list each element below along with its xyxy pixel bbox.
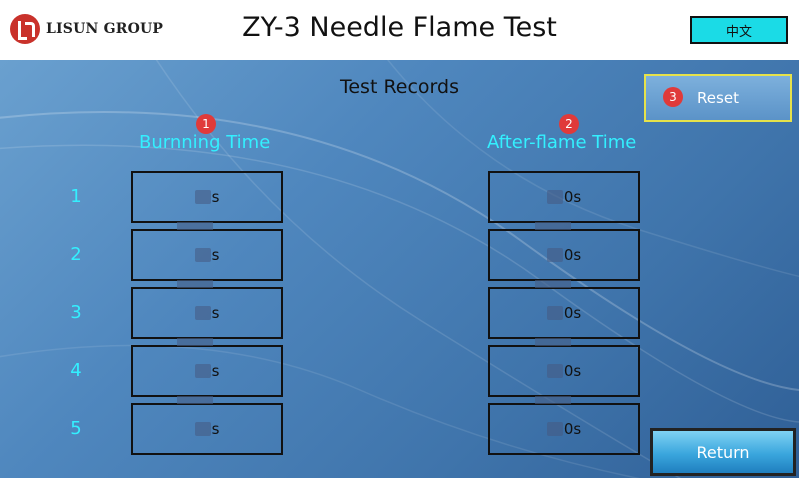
burning-time-header: Burnning Time — [139, 132, 271, 153]
callout-badge-3: 3 — [663, 87, 683, 107]
redacted-value — [194, 248, 211, 262]
return-button[interactable]: Return — [650, 428, 796, 476]
after-flame-time-cell: 0s — [488, 171, 640, 223]
redaction-mark — [535, 222, 571, 230]
unit-label: s — [211, 362, 220, 380]
reset-button-label: Reset — [697, 89, 739, 107]
redacted-value — [194, 190, 211, 204]
redacted-value — [194, 306, 211, 320]
callout-badge-1: 1 — [196, 114, 216, 134]
redacted-value — [546, 306, 563, 320]
after-flame-time-header: After-flame Time — [487, 132, 637, 153]
redacted-value — [546, 190, 563, 204]
after-flame-time-cell: 0s — [488, 345, 640, 397]
after-flame-time-cell: 0s — [488, 287, 640, 339]
burning-time-cell: s — [131, 403, 283, 455]
language-toggle-button[interactable]: 中文 — [690, 16, 788, 44]
test-records-panel: Test Records Reset 3 1 2 Burnning Time A… — [0, 60, 799, 478]
redacted-value — [194, 422, 211, 436]
burning-time-cell: s — [131, 171, 283, 223]
redaction-mark — [177, 280, 213, 288]
redaction-mark — [177, 222, 213, 230]
redacted-value — [194, 364, 211, 378]
logo-text: LISUN GROUP — [46, 21, 164, 37]
redaction-mark — [535, 396, 571, 404]
redacted-value — [546, 422, 563, 436]
section-title: Test Records — [339, 76, 459, 98]
burning-time-cell: s — [131, 287, 283, 339]
row-number: 3 — [70, 302, 82, 323]
row-number: 1 — [70, 186, 82, 207]
unit-label: 0s — [563, 362, 582, 380]
redaction-mark — [535, 338, 571, 346]
row-number: 2 — [70, 244, 82, 265]
lisun-logo-icon — [10, 14, 40, 44]
unit-label: s — [211, 188, 220, 206]
burning-time-cell: s — [131, 345, 283, 397]
company-logo: LISUN GROUP — [10, 14, 163, 44]
unit-label: 0s — [563, 188, 582, 206]
callout-badge-2: 2 — [559, 114, 579, 134]
background-swoosh — [0, 60, 799, 478]
unit-label: s — [211, 304, 220, 322]
redaction-mark — [177, 338, 213, 346]
after-flame-time-cell: 0s — [488, 403, 640, 455]
redaction-mark — [535, 280, 571, 288]
unit-label: 0s — [563, 420, 582, 438]
redacted-value — [546, 364, 563, 378]
burning-time-cell: s — [131, 229, 283, 281]
unit-label: s — [211, 246, 220, 264]
unit-label: 0s — [563, 304, 582, 322]
row-number: 5 — [70, 418, 82, 439]
redacted-value — [546, 248, 563, 262]
redaction-mark — [177, 396, 213, 404]
row-number: 4 — [70, 360, 82, 381]
after-flame-time-cell: 0s — [488, 229, 640, 281]
return-button-label: Return — [696, 442, 750, 462]
unit-label: s — [211, 420, 220, 438]
unit-label: 0s — [563, 246, 582, 264]
header-bar: LISUN GROUP ZY-3 Needle Flame Test 中文 — [0, 0, 799, 61]
